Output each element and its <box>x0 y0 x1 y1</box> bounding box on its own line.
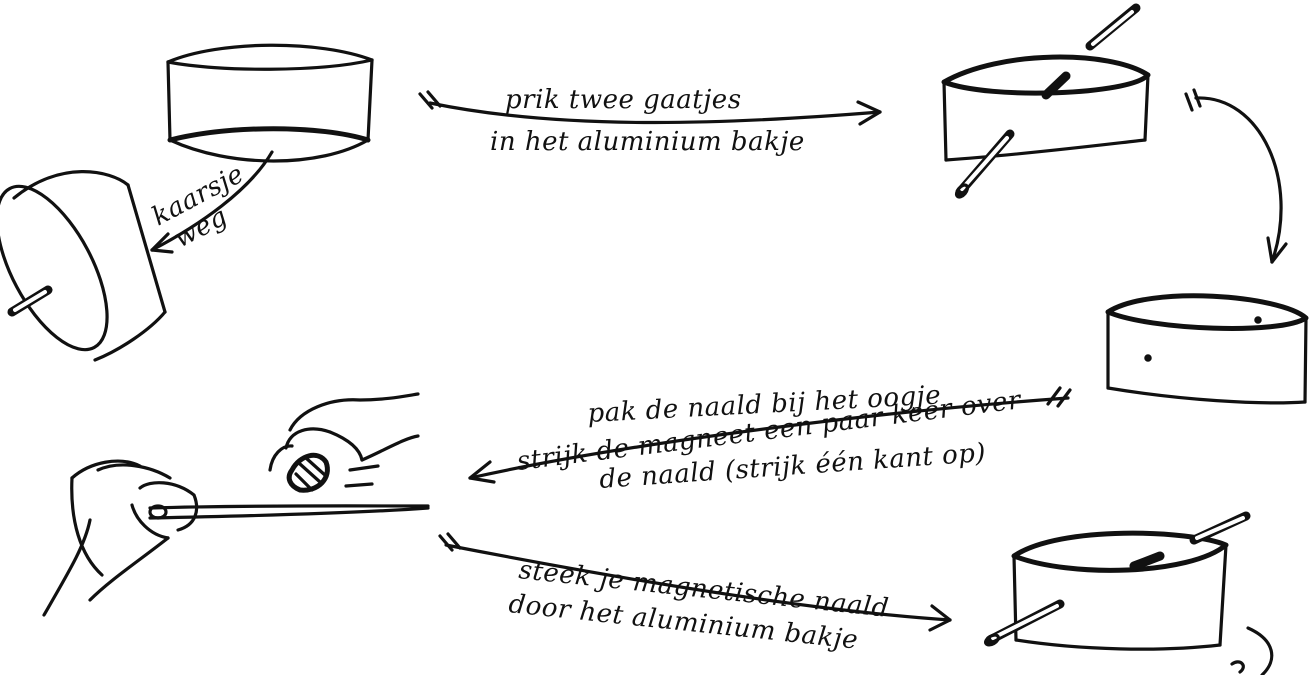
caption-step1-line1: prik twee gaatjes <box>505 85 742 115</box>
empty-tray <box>168 45 372 161</box>
arrow-step-2 <box>1186 90 1286 262</box>
caption-step1-line2: in het aluminium bakje <box>490 127 805 157</box>
hands-magnetising-needle <box>44 394 428 615</box>
tray-with-magnetic-needle <box>984 516 1272 675</box>
tilted-tray-with-candle <box>0 170 165 366</box>
tray-with-holes <box>1108 296 1306 403</box>
tray-with-needle <box>944 8 1148 199</box>
